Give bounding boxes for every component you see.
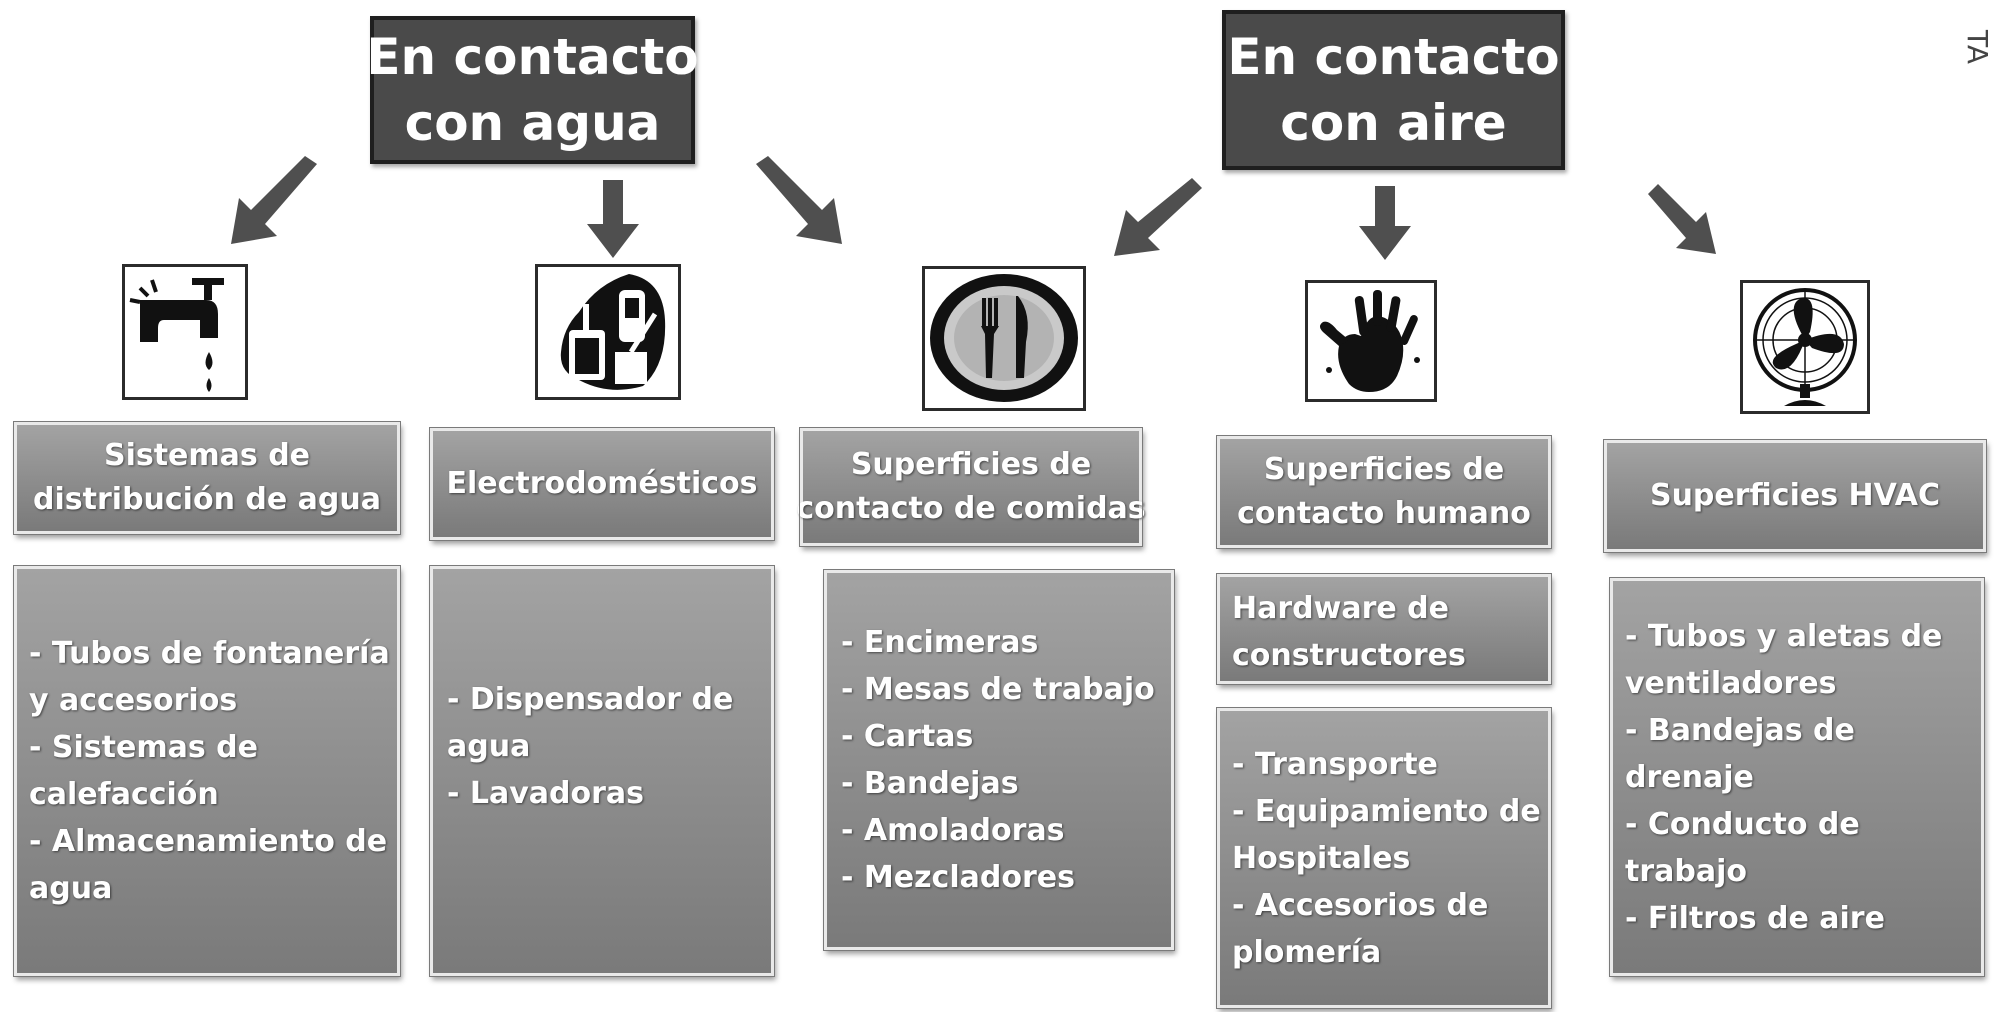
details-hvac: - Tubos y aletas de ventiladores - Bande… (1609, 577, 1985, 977)
detail-line: - Sistemas de (29, 730, 258, 765)
detail-line: - Cartas (841, 719, 974, 754)
category-line: Superficies de (1263, 452, 1505, 487)
detail-line: agua (29, 871, 113, 906)
category-line: contacto humano (1237, 496, 1531, 531)
subheader-builders-hardware: Hardware de constructores (1216, 573, 1552, 685)
detail-line: calefacción (29, 777, 219, 812)
arrow-air-to-food (1108, 178, 1208, 260)
detail-line: - Encimeras (841, 625, 1039, 660)
category-line: Superficies HVAC (1649, 478, 1941, 513)
category-line: Superficies de (850, 447, 1092, 482)
detail-line: - Tubos de fontanería (29, 636, 390, 671)
category-food-contact: Superficies de contacto de comidas (796, 427, 1146, 547)
detail-line: - Almacenamiento de (29, 824, 388, 859)
plate-cutlery-icon (922, 266, 1086, 411)
arrow-air-to-hvac (1642, 184, 1722, 258)
detail-line: trabajo (1625, 853, 1747, 889)
detail-line: Hospitales (1232, 840, 1411, 876)
root-water-box: En contacto con agua (366, 16, 699, 164)
detail-line: plomería (1232, 934, 1382, 970)
details-food-contact: - Encimeras - Mesas de trabajo - Cartas … (823, 569, 1175, 951)
cleaning-supplies-icon (535, 264, 681, 400)
arrow-air-to-human (1357, 186, 1413, 260)
subheader-line: Hardware de (1232, 591, 1449, 626)
category-human-contact: Superficies de contacto humano (1216, 435, 1552, 549)
detail-line: - Amoladoras (841, 813, 1065, 848)
handprint-icon (1305, 280, 1437, 402)
details-appliances: - Dispensador de agua - Lavadoras (429, 565, 775, 977)
detail-line: drenaje (1625, 759, 1754, 795)
category-line: Electrodomésticos (446, 466, 758, 501)
detail-line: - Bandejas (841, 766, 1019, 801)
category-line: Sistemas de (103, 438, 311, 473)
category-appliances: Electrodomésticos (429, 427, 775, 541)
detail-line: - Tubos y aletas de (1625, 618, 1943, 654)
category-hvac: Superficies HVAC (1603, 439, 1987, 553)
category-water-distribution: Sistemas de distribución de agua (13, 421, 401, 535)
detail-line: - Mezcladores (841, 860, 1075, 895)
root-air-line-2: con aire (1280, 94, 1507, 152)
detail-line: - Lavadoras (447, 775, 645, 811)
detail-line: y accesorios (29, 683, 238, 718)
subheader-line: constructores (1232, 638, 1466, 673)
detail-line: - Conducto de (1625, 806, 1860, 842)
faucet-icon (122, 264, 248, 400)
detail-line: - Filtros de aire (1625, 900, 1885, 936)
root-water-line-2: con agua (404, 94, 661, 152)
details-water-distribution: - Tubos de fontanería y accesorios - Sis… (13, 565, 401, 977)
arrow-water-to-food (748, 156, 848, 248)
root-air-line-1: En contacto (1227, 28, 1560, 86)
arrow-water-to-distribution (225, 156, 325, 248)
category-line: contacto de comidas (796, 491, 1146, 526)
detail-line: - Dispensador de (447, 681, 734, 717)
edge-label: TA (1961, 30, 1994, 65)
fan-icon (1740, 280, 1870, 414)
detail-line: agua (447, 728, 531, 764)
category-line: distribución de agua (33, 482, 381, 517)
root-water-line-1: En contacto (366, 28, 699, 86)
arrow-water-to-appliances (583, 180, 643, 260)
detail-line: ventiladores (1625, 665, 1837, 701)
detail-line: - Equipamiento de (1232, 793, 1541, 829)
details-human-contact: - Transporte - Equipamiento de Hospitale… (1216, 707, 1552, 1009)
detail-line: - Transporte (1232, 746, 1438, 782)
detail-line: - Mesas de trabajo (841, 672, 1155, 707)
root-air-box: En contacto con aire (1222, 10, 1565, 170)
detail-line: - Accesorios de (1232, 887, 1489, 923)
detail-line: - Bandejas de (1625, 712, 1855, 748)
